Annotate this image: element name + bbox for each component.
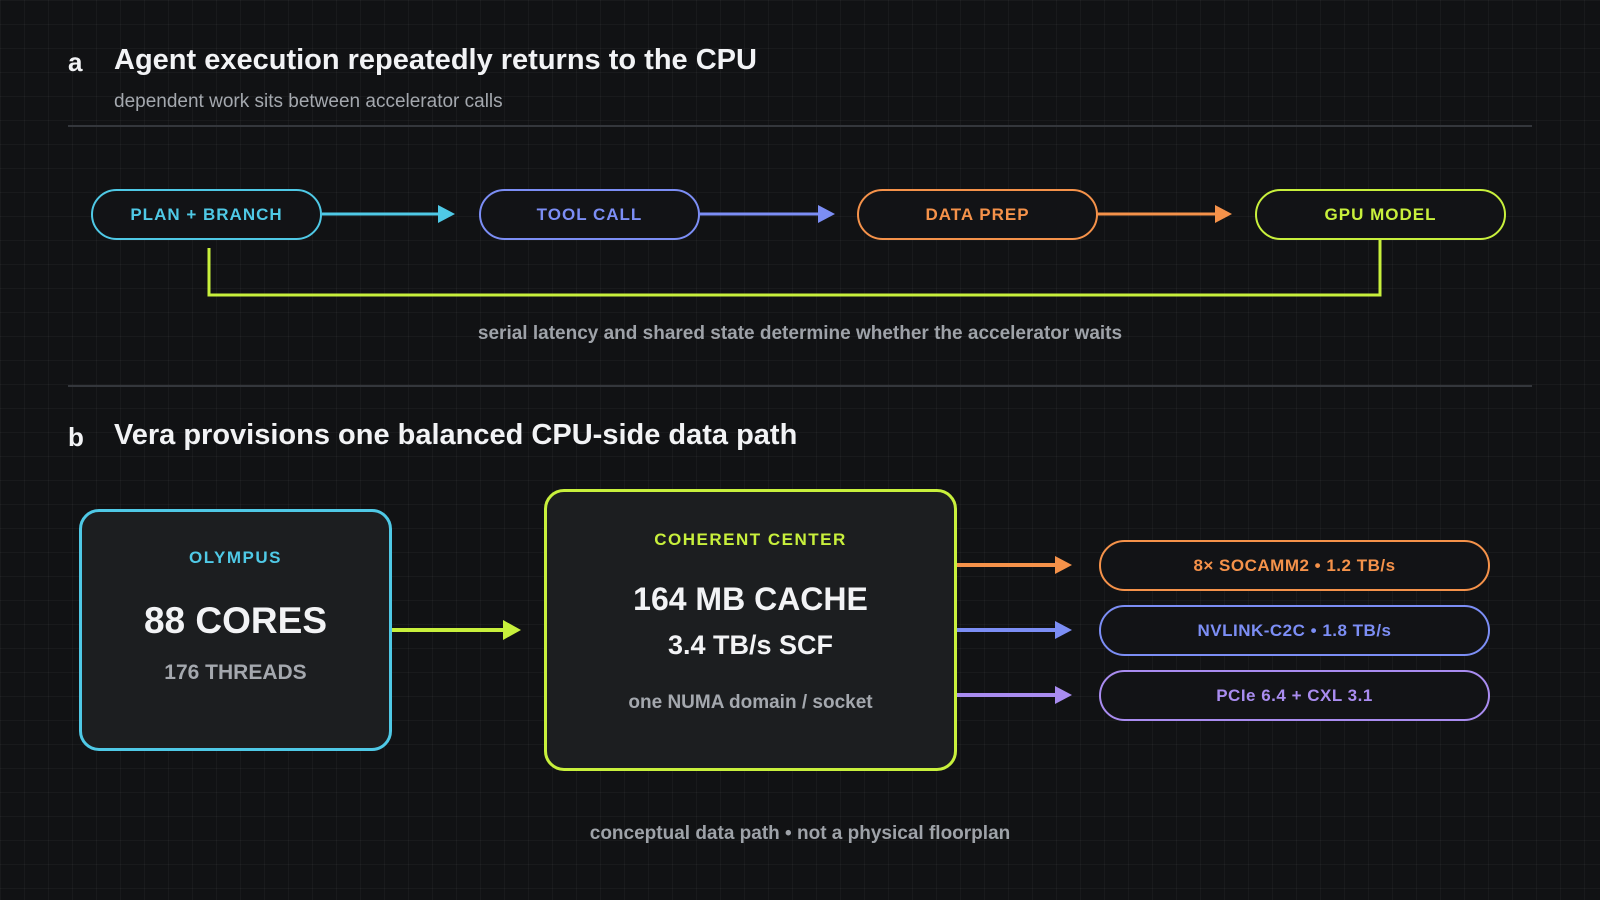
output-memory: 8× SOCAMM2 • 1.2 TB/s — [1099, 540, 1490, 591]
cpu-box: OLYMPUS 88 CORES 176 THREADS — [79, 509, 392, 751]
arrowhead-to-memory — [1055, 556, 1072, 574]
step-tool-call: TOOL CALL — [479, 189, 700, 240]
output-nvlink: NVLINK-C2C • 1.8 TB/s — [1099, 605, 1490, 656]
panel-a-title: Agent execution repeatedly returns to th… — [114, 44, 757, 76]
step-data-prep: DATA PREP — [857, 189, 1098, 240]
coherent-center-box: COHERENT CENTER 164 MB CACHE 3.4 TB/s SC… — [544, 489, 957, 771]
panel-a-letter: a — [68, 47, 83, 77]
cpu-label: OLYMPUS — [188, 548, 282, 567]
arrowhead-tool-to-data — [818, 205, 835, 223]
feedback-loop-line — [207, 240, 1382, 297]
center-fabric: 3.4 TB/s SCF — [667, 630, 834, 660]
panel-b-letter: b — [68, 422, 84, 452]
step-plan-branch: PLAN + BRANCH — [91, 189, 322, 240]
arrowhead-cpu-to-center — [503, 620, 521, 640]
arrowhead-to-nvlink — [1055, 621, 1072, 639]
arrowhead-data-to-gpu — [1215, 205, 1232, 223]
center-label: COHERENT CENTER — [654, 530, 847, 549]
panel-a-note: serial latency and shared state determin… — [477, 323, 1123, 344]
step-gpu-model: GPU MODEL — [1255, 189, 1506, 240]
output-pcie: PCIe 6.4 + CXL 3.1 — [1099, 670, 1490, 721]
panel-b-footnote: conceptual data path • not a physical fl… — [589, 823, 1011, 844]
arrowhead-to-pcie — [1055, 686, 1072, 704]
panel-b-title: Vera provisions one balanced CPU-side da… — [114, 419, 798, 451]
panel-a-subtitle: dependent work sits between accelerator … — [114, 91, 503, 112]
center-cache: 164 MB CACHE — [633, 581, 868, 617]
panel-section-divider — [68, 385, 1532, 387]
panel-a-divider — [68, 125, 1532, 127]
cpu-threads: 176 THREADS — [164, 661, 307, 684]
center-numa: one NUMA domain / socket — [628, 692, 873, 713]
cpu-cores: 88 CORES — [143, 600, 327, 641]
arrowhead-plan-to-tool — [438, 205, 455, 223]
